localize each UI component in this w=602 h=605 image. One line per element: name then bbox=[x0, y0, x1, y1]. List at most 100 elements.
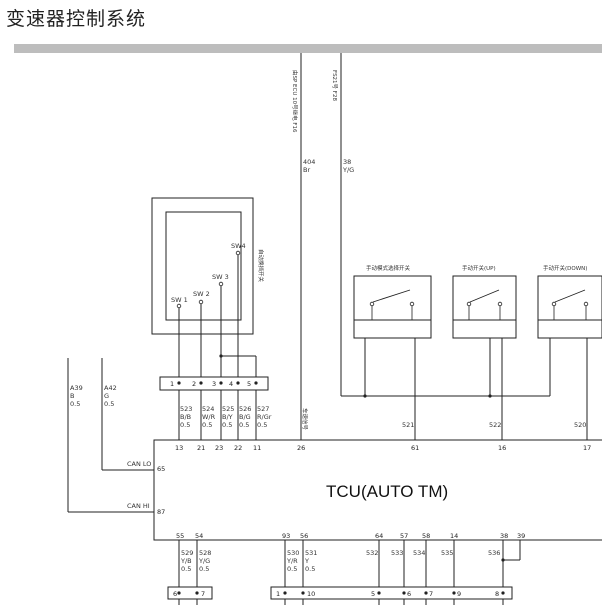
svg-text:11: 11 bbox=[253, 444, 261, 452]
svg-text:16: 16 bbox=[498, 444, 506, 452]
svg-text:7: 7 bbox=[429, 590, 433, 598]
svg-text:39: 39 bbox=[517, 532, 525, 540]
can-wire-labels: A39 B 0.5 A42 G 0.5 bbox=[70, 384, 117, 408]
top-conn-pin-5: 5 bbox=[247, 380, 251, 388]
manual-up-switch: 手动开关(UP) bbox=[452, 264, 517, 339]
mode-switch-box-outer bbox=[151, 197, 254, 335]
svg-text:529: 529 bbox=[181, 549, 193, 557]
can-hi-label: CAN HI bbox=[127, 502, 150, 510]
wire-404-color: Br bbox=[303, 166, 310, 174]
top-conn-pin-1: 1 bbox=[170, 380, 174, 388]
svg-text:0.5: 0.5 bbox=[305, 565, 315, 573]
sw1-contact bbox=[176, 303, 182, 309]
svg-text:Y: Y bbox=[304, 557, 309, 565]
can-hi-pin: 87 bbox=[157, 508, 165, 516]
svg-text:525: 525 bbox=[222, 405, 234, 413]
page-title: 变速器控制系统 bbox=[6, 8, 147, 30]
svg-text:1: 1 bbox=[276, 590, 280, 598]
svg-text:8: 8 bbox=[495, 590, 499, 598]
svg-text:14: 14 bbox=[450, 532, 458, 540]
svg-text:61: 61 bbox=[411, 444, 419, 452]
svg-text:手动开关(UP): 手动开关(UP) bbox=[462, 264, 496, 272]
svg-text:55: 55 bbox=[176, 532, 184, 540]
svg-text:0.5: 0.5 bbox=[239, 421, 249, 429]
svg-text:535: 535 bbox=[441, 549, 453, 557]
svg-text:A39: A39 bbox=[70, 384, 83, 392]
svg-text:64: 64 bbox=[375, 532, 383, 540]
sw3-label: SW 3 bbox=[212, 273, 229, 281]
svg-text:54: 54 bbox=[195, 532, 203, 540]
wire-404-source-label: 由SP ECU 10号继电 F16 bbox=[291, 70, 299, 133]
top-conn-pin-4: 4 bbox=[229, 380, 233, 388]
wire-404-number: 404 bbox=[303, 158, 315, 166]
svg-text:B/Y: B/Y bbox=[222, 413, 233, 421]
svg-text:G: G bbox=[104, 392, 109, 400]
tcu-bottom-pins: 55 54 93 56 64 57 58 14 38 39 bbox=[176, 532, 525, 540]
svg-text:0.5: 0.5 bbox=[70, 400, 80, 408]
svg-text:W/R: W/R bbox=[202, 413, 216, 421]
svg-text:0.5: 0.5 bbox=[199, 565, 209, 573]
wire-38-source-label: FS21号 F28 bbox=[331, 70, 338, 101]
svg-text:Y/G: Y/G bbox=[198, 557, 210, 565]
svg-text:526: 526 bbox=[239, 405, 251, 413]
svg-text:0.5: 0.5 bbox=[287, 565, 297, 573]
svg-text:536: 536 bbox=[488, 549, 500, 557]
header-bar bbox=[14, 44, 602, 53]
svg-text:17: 17 bbox=[583, 444, 591, 452]
svg-text:Y/B: Y/B bbox=[180, 557, 192, 565]
sw4-label: SW4 bbox=[231, 242, 246, 250]
svg-text:58: 58 bbox=[422, 532, 430, 540]
wire-521-label: 521 bbox=[402, 421, 414, 429]
can-lo-label: CAN LO bbox=[127, 460, 151, 468]
svg-text:0.5: 0.5 bbox=[180, 421, 190, 429]
svg-text:Y/R: Y/R bbox=[286, 557, 298, 565]
tcu-box bbox=[153, 439, 602, 541]
svg-text:A42: A42 bbox=[104, 384, 117, 392]
svg-text:38: 38 bbox=[500, 532, 508, 540]
speed-signal-label: 车速信号 bbox=[301, 408, 309, 431]
top-conn-pin-3: 3 bbox=[212, 380, 216, 388]
svg-text:527: 527 bbox=[257, 405, 269, 413]
svg-text:0.5: 0.5 bbox=[257, 421, 267, 429]
svg-text:26: 26 bbox=[297, 444, 305, 452]
svg-text:523: 523 bbox=[180, 405, 192, 413]
svg-text:57: 57 bbox=[400, 532, 408, 540]
svg-text:B: B bbox=[70, 392, 74, 400]
svg-text:9: 9 bbox=[457, 590, 461, 598]
svg-text:10: 10 bbox=[307, 590, 315, 598]
svg-text:13: 13 bbox=[175, 444, 183, 452]
svg-text:530: 530 bbox=[287, 549, 299, 557]
svg-text:0.5: 0.5 bbox=[181, 565, 191, 573]
svg-text:531: 531 bbox=[305, 549, 317, 557]
svg-text:528: 528 bbox=[199, 549, 211, 557]
svg-text:0.5: 0.5 bbox=[202, 421, 212, 429]
svg-text:手动模式选择开关: 手动模式选择开关 bbox=[366, 264, 411, 272]
svg-text:93: 93 bbox=[282, 532, 290, 540]
svg-text:6: 6 bbox=[173, 590, 177, 598]
sw2-contact bbox=[198, 299, 204, 305]
svg-text:23: 23 bbox=[215, 444, 223, 452]
svg-text:5: 5 bbox=[371, 590, 375, 598]
svg-text:533: 533 bbox=[391, 549, 403, 557]
tcu-label: TCU(AUTO TM) bbox=[326, 482, 448, 501]
bottom-left-connector bbox=[167, 586, 213, 600]
mode-switch-group-label: 自动换挡开关 bbox=[257, 249, 265, 283]
sw2-label: SW 2 bbox=[193, 290, 210, 298]
mode-switch-box-inner bbox=[165, 211, 242, 321]
svg-text:534: 534 bbox=[413, 549, 425, 557]
svg-text:532: 532 bbox=[366, 549, 378, 557]
top-wire-labels: 523 B/B 0.5 524 W/R 0.5 525 B/Y 0.5 526 … bbox=[180, 405, 272, 429]
svg-text:6: 6 bbox=[407, 590, 411, 598]
svg-text:B/G: B/G bbox=[239, 413, 251, 421]
sw4-contact bbox=[235, 250, 241, 256]
svg-text:7: 7 bbox=[201, 590, 205, 598]
svg-text:22: 22 bbox=[234, 444, 242, 452]
svg-text:21: 21 bbox=[197, 444, 205, 452]
svg-text:0.5: 0.5 bbox=[104, 400, 114, 408]
svg-text:524: 524 bbox=[202, 405, 214, 413]
svg-text:B/B: B/B bbox=[180, 413, 191, 421]
manual-mode-switch: 手动模式选择开关 bbox=[353, 264, 432, 339]
wire-38-color: Y/G bbox=[342, 166, 354, 174]
sw3-contact bbox=[218, 281, 224, 287]
svg-text:0.5: 0.5 bbox=[222, 421, 232, 429]
